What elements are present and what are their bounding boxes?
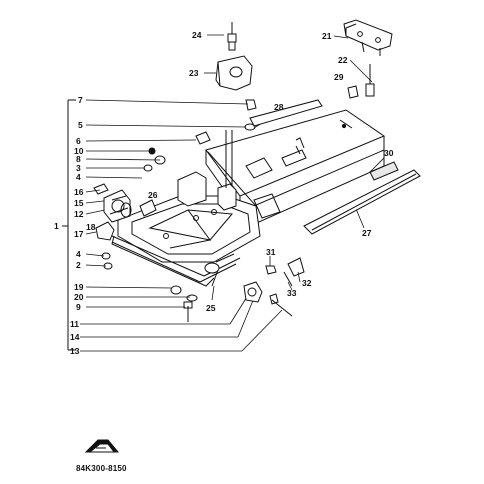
callout-11: 11 xyxy=(70,319,79,329)
part-23-bracket xyxy=(215,55,253,91)
part-28-rail xyxy=(249,99,323,127)
part-11-bracket xyxy=(243,281,263,303)
part-4-nut xyxy=(101,164,153,260)
callout-8: 8 xyxy=(76,154,81,164)
part-18-cover xyxy=(95,221,115,241)
callout-31: 31 xyxy=(266,247,276,257)
part-20-washer xyxy=(186,294,198,302)
callout-20: 20 xyxy=(74,292,84,302)
callout-23: 23 xyxy=(189,68,199,78)
callout-2: 2 xyxy=(76,260,81,270)
callout-6: 6 xyxy=(76,136,81,146)
part-16-clip xyxy=(93,183,109,195)
part-29-nut xyxy=(347,85,359,99)
part-27-rail xyxy=(303,169,421,235)
part-6-clamp xyxy=(195,131,211,145)
callout-12: 12 xyxy=(74,209,84,219)
callout-16: 16 xyxy=(74,187,84,197)
callout-19: 19 xyxy=(74,282,84,292)
callout-24: 24 xyxy=(192,30,202,40)
part-3-washer xyxy=(154,155,166,165)
group-bracket xyxy=(62,99,76,351)
callout-29: 29 xyxy=(334,72,344,82)
callout-21: 21 xyxy=(322,31,332,41)
part-24-bolt xyxy=(227,22,237,51)
part-9-bolt xyxy=(183,301,193,322)
callout-10: 10 xyxy=(74,146,84,156)
callout-5: 5 xyxy=(78,120,83,130)
front-frame xyxy=(111,130,281,287)
callout-1: 1 xyxy=(54,221,59,231)
part-15-bracket xyxy=(103,189,131,223)
callout-14: 14 xyxy=(70,332,80,342)
callout-30: 30 xyxy=(384,148,394,158)
part-32-clip xyxy=(287,257,305,277)
callout-3: 3 xyxy=(76,163,81,173)
part-25-pin xyxy=(211,269,219,287)
part-13-bolt xyxy=(269,293,293,317)
callout-9: 9 xyxy=(76,302,81,312)
part-21-bar xyxy=(343,19,393,56)
callout-7: 7 xyxy=(78,95,83,105)
callout-4-lower: 4 xyxy=(76,249,81,259)
callout-13: 13 xyxy=(70,346,80,356)
callout-15: 15 xyxy=(74,198,84,208)
callout-28: 28 xyxy=(274,102,284,112)
part-7-nut xyxy=(245,99,257,111)
callout-22: 22 xyxy=(338,55,348,65)
part-5-washer xyxy=(244,123,256,131)
part-8-collar xyxy=(148,147,156,155)
callout-32: 32 xyxy=(302,278,312,288)
part-31-nut xyxy=(265,265,277,275)
part-22-bolt xyxy=(365,64,375,97)
direction-arrow-icon xyxy=(84,439,120,453)
callout-4-upper: 4 xyxy=(76,172,81,182)
part-26-stay xyxy=(139,199,157,217)
part-2-nut xyxy=(103,262,113,270)
diagram-code: 84K300-8150 xyxy=(76,464,127,473)
callout-27: 27 xyxy=(362,228,372,238)
callout-26: 26 xyxy=(148,190,158,200)
part-12-collar xyxy=(120,202,132,218)
part-33-bolt xyxy=(283,271,293,287)
callout-33: 33 xyxy=(287,288,297,298)
callout-18: 18 xyxy=(86,222,96,232)
part-30-plate xyxy=(369,161,399,181)
part-19-spacer xyxy=(170,285,182,295)
callout-17: 17 xyxy=(74,229,84,239)
callout-25: 25 xyxy=(206,303,216,313)
